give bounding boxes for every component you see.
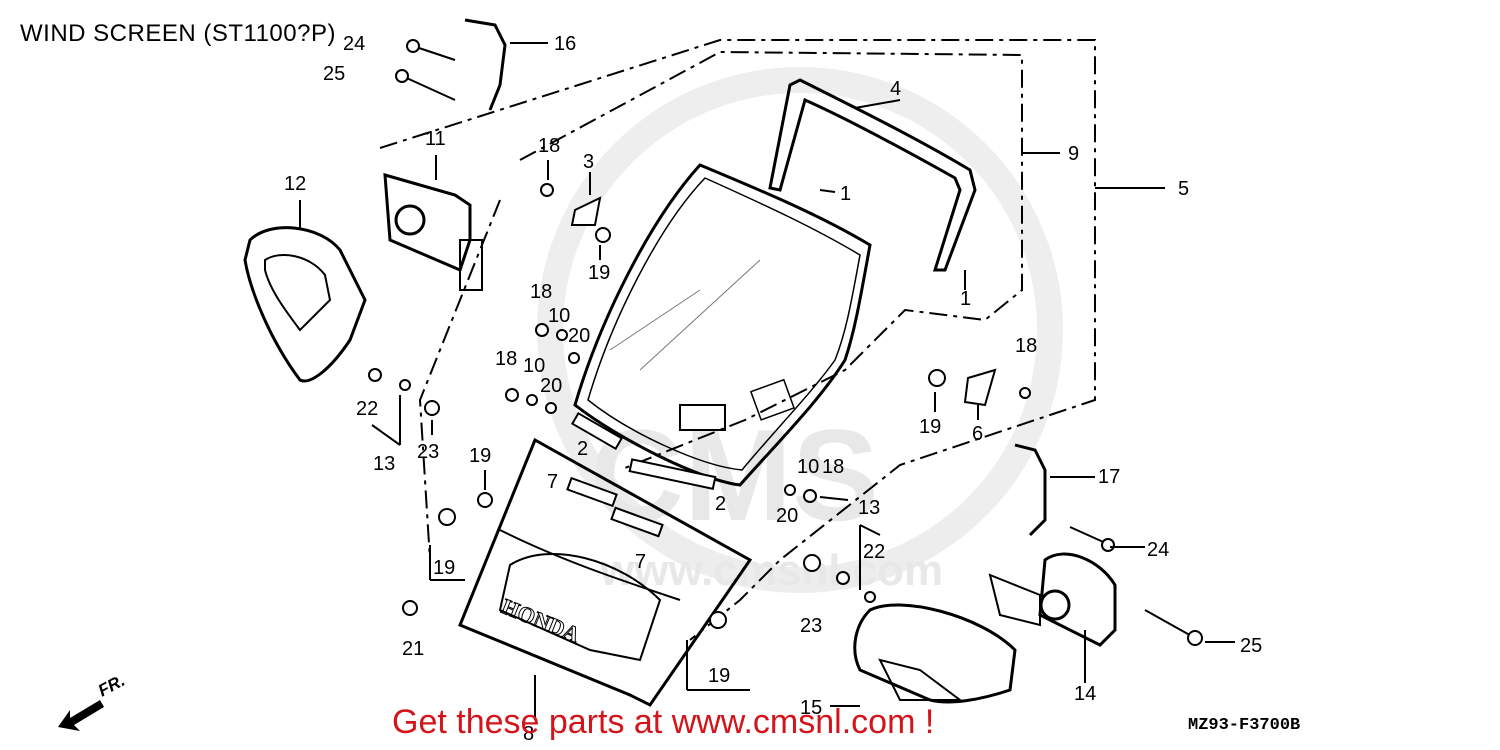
callout-5: 5 xyxy=(1178,178,1189,200)
callout-18: 18 xyxy=(822,456,844,478)
trim-strips xyxy=(566,411,717,538)
callout-9: 9 xyxy=(1068,143,1079,165)
promo-link-text[interactable]: Get these parts at www.cmsnl.com ! xyxy=(392,703,935,741)
callout-14: 14 xyxy=(1074,683,1096,705)
front-direction-arrow xyxy=(58,700,104,731)
left-mirror-cover xyxy=(243,226,367,383)
callout-13: 13 xyxy=(858,497,880,519)
callout-19: 19 xyxy=(708,665,730,687)
group-boundaries xyxy=(379,39,1096,641)
callout-10: 10 xyxy=(523,355,545,377)
callout-20: 20 xyxy=(568,325,590,347)
callout-2: 2 xyxy=(577,438,588,460)
boundary-left xyxy=(418,199,501,561)
right-mirror-cover xyxy=(853,603,1017,704)
callout-25: 25 xyxy=(323,63,345,85)
callout-8: 8 xyxy=(523,723,534,745)
callout-18: 18 xyxy=(538,135,560,157)
callout-19: 19 xyxy=(469,445,491,467)
callout-25: 25 xyxy=(1240,635,1262,657)
callout-labels: 1 1 2 2 3 4 5 6 7 7 8 9 10 10 10 11 12 1… xyxy=(284,33,1262,745)
left-mirror xyxy=(383,172,483,291)
leader-lines xyxy=(299,42,1235,720)
callout-19: 19 xyxy=(919,416,941,438)
callout-18: 18 xyxy=(530,281,552,303)
diagram-title: WIND SCREEN (ST1100?P) xyxy=(20,20,336,47)
right-mirror xyxy=(988,552,1117,647)
callout-23: 23 xyxy=(800,615,822,637)
boundary-assembly-5 xyxy=(379,39,1096,641)
callout-6: 6 xyxy=(972,423,983,445)
callout-20: 20 xyxy=(540,375,562,397)
callout-1: 1 xyxy=(840,183,851,205)
callout-17: 17 xyxy=(1098,466,1120,488)
callout-13: 13 xyxy=(373,453,395,475)
callout-16: 16 xyxy=(554,33,576,55)
mirror-brackets xyxy=(464,18,1047,537)
callout-23: 23 xyxy=(417,441,439,463)
callout-18: 18 xyxy=(1015,335,1037,357)
callout-11: 11 xyxy=(425,128,446,150)
callout-7: 7 xyxy=(635,551,646,573)
callout-24: 24 xyxy=(1147,539,1169,561)
diagram-code: MZ93-F3700B xyxy=(1188,716,1301,735)
callout-19: 19 xyxy=(433,557,455,579)
callout-1: 1 xyxy=(960,288,971,310)
callout-7: 7 xyxy=(547,471,558,493)
callout-18: 18 xyxy=(495,348,517,370)
callout-21: 21 xyxy=(402,638,424,660)
callout-4: 4 xyxy=(890,78,901,100)
callout-3: 3 xyxy=(583,151,594,173)
windscreen-glass xyxy=(573,163,872,487)
callout-2: 2 xyxy=(715,493,726,515)
screen-seal xyxy=(768,78,977,272)
callout-24: 24 xyxy=(343,33,365,55)
fasteners xyxy=(368,39,1203,646)
callout-20: 20 xyxy=(776,505,798,527)
callout-10: 10 xyxy=(797,456,819,478)
callout-15: 15 xyxy=(800,697,822,719)
watermark-url: www.cmsnl.com xyxy=(599,546,943,595)
upper-cowl xyxy=(458,437,753,707)
callout-22: 22 xyxy=(356,398,378,420)
callout-12: 12 xyxy=(284,173,306,195)
callout-10: 10 xyxy=(548,305,570,327)
upper-cowl-brand: HONDA xyxy=(498,593,583,647)
callout-22: 22 xyxy=(863,541,885,563)
callout-19: 19 xyxy=(588,262,610,284)
